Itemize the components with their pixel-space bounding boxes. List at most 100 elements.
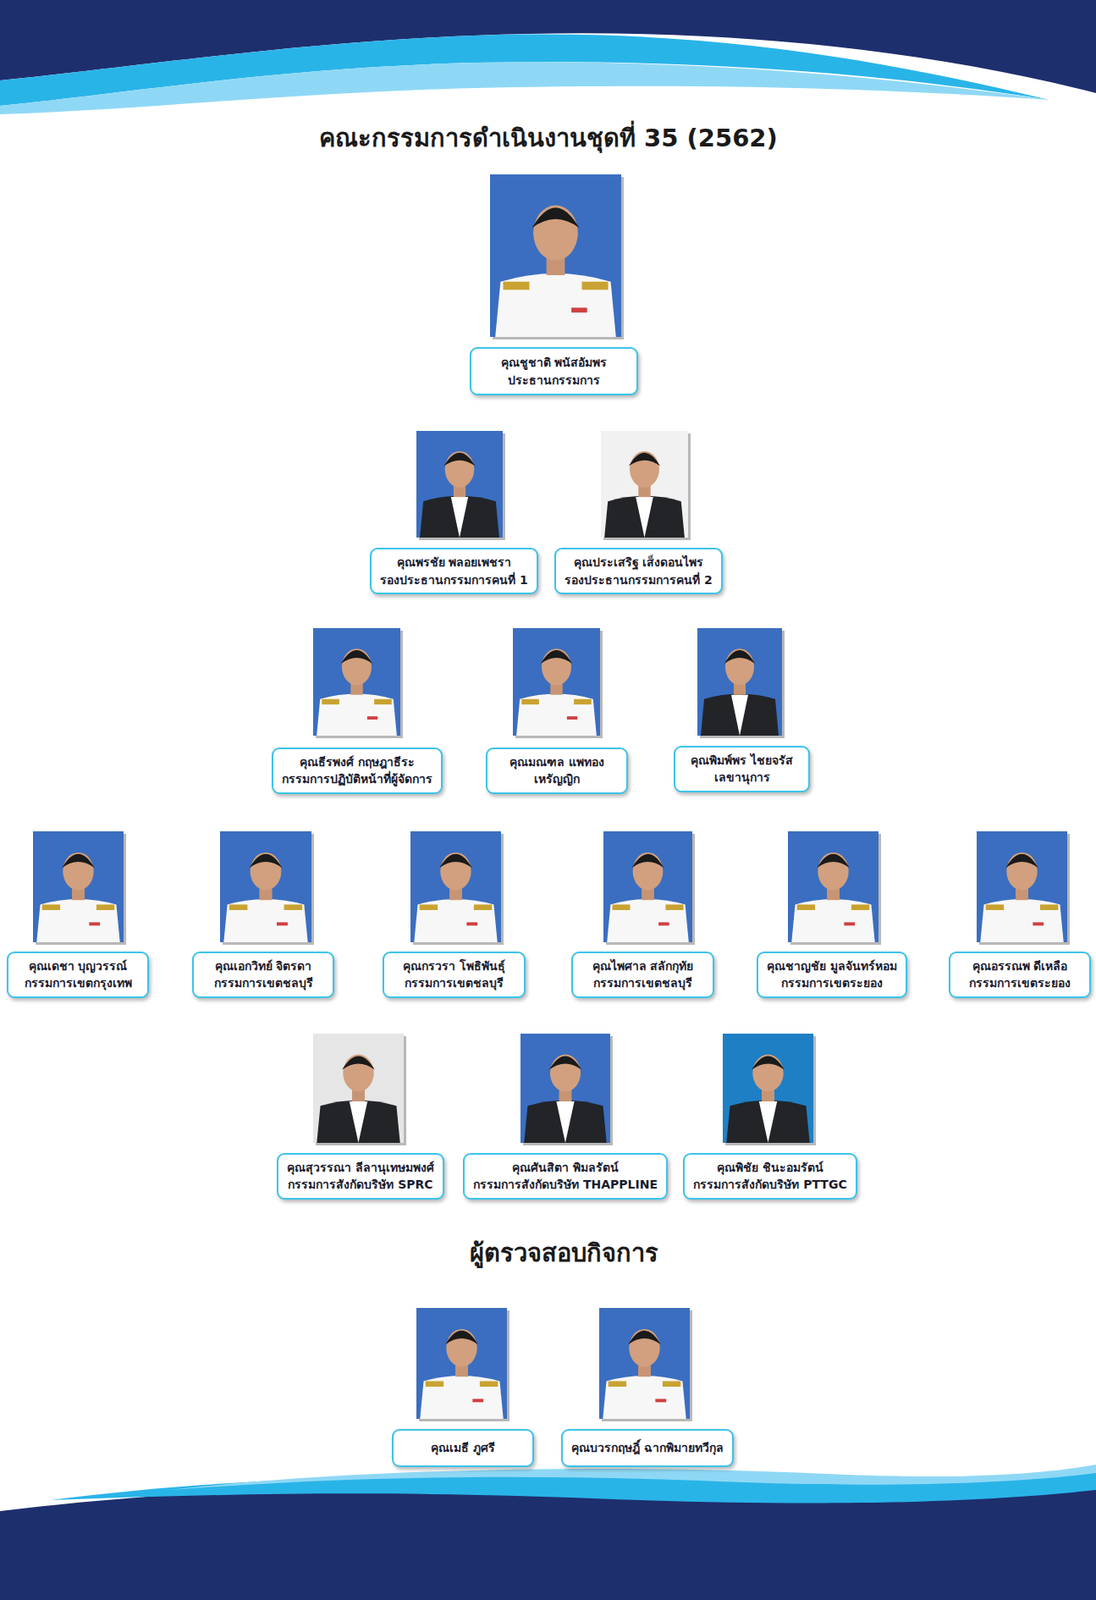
- photo-body: [602, 1375, 686, 1419]
- chart-title: คณะกรรมการดำเนินงานชุดที่ 35 (2562): [319, 118, 778, 158]
- photo-body: [413, 898, 497, 942]
- photo-ground: [490, 174, 622, 337]
- shoulder-board: [573, 699, 592, 705]
- photo-body: [791, 898, 875, 942]
- name-box: คุณธีรพงศ์ กฤษฎาธีระกรรมการปฏิบัติหน้าที…: [271, 747, 443, 794]
- role-title: กรรมการเขตชลบุรี: [214, 974, 314, 992]
- ribbon-bar: [658, 921, 670, 926]
- photo-hair: [445, 1330, 479, 1344]
- shoulder-board: [612, 903, 631, 910]
- photo-hair: [1005, 853, 1039, 868]
- shoulder-board: [96, 903, 115, 910]
- person-name: คุณมณฑล แพทอง: [509, 753, 605, 771]
- portrait-photo: [33, 831, 127, 945]
- photo-hair: [632, 853, 665, 868]
- name-box: คุณกรวรา โพธิพันธุ์กรรมการเขตชลบุรี: [382, 951, 526, 998]
- bottom-wave: [169, 1464, 1096, 1490]
- ribbon-bar: [276, 921, 288, 926]
- shoulder-board: [479, 1380, 498, 1387]
- shoulder-board: [425, 1380, 444, 1387]
- portrait-photo: [416, 430, 506, 540]
- photo-body: [726, 1100, 810, 1143]
- name-box: คุณเดชา บุญวรรณ์กรรมการเขตกรุงเทพ: [6, 951, 149, 998]
- person-name: คุณไพศาล สลักกุทัย: [592, 957, 694, 975]
- role-title: กรรมการเขตระยอง: [969, 974, 1071, 992]
- person-name: คุณธีรพงศ์ กฤษฎาธีระ: [299, 753, 415, 771]
- role-title: เลขานุการ: [714, 768, 771, 786]
- ribbon-bar: [571, 307, 588, 313]
- shoulder-board: [666, 903, 684, 910]
- portrait-photo: [410, 831, 504, 945]
- portrait-photo: [512, 627, 603, 739]
- photo-hair: [249, 853, 283, 868]
- photo-body: [419, 495, 500, 538]
- photo-ground: [512, 627, 601, 736]
- name-box: คุณเอกวิทย์ จิตรดากรรมการเขตชลบุรี: [192, 951, 335, 998]
- ribbon-bar: [466, 921, 478, 926]
- photo-body: [316, 1100, 400, 1143]
- person-name: คุณชูชาติ พนัสอัมพร: [501, 353, 608, 371]
- photo-ground: [600, 430, 689, 538]
- name-box: คุณอรรณพ ดีเหลือกรรมการเขตระยอง: [948, 951, 1091, 998]
- photo-hair: [724, 649, 755, 664]
- person-name: คุณพรชัย พลอยเพชรา: [396, 553, 513, 571]
- person-name: คุณชาญชัย มูลจันทร์หอม: [766, 957, 898, 975]
- photo-body: [316, 693, 397, 736]
- photo-ground: [603, 831, 693, 942]
- section-heading: ผู้ตรวจสอบกิจการ: [469, 1233, 659, 1273]
- name-box: คุณพิชัย ชินะอมรัตน์กรรมการสังกัดบริษัท …: [682, 1152, 858, 1200]
- photo-shirt: [556, 1101, 574, 1143]
- name-box: คุณประเสริฐ เส็งดอนไพรรองประธานกรรมการคน…: [554, 547, 723, 595]
- name-box: คุณไพศาล สลักกุทัยกรรมการเขตชลบุรี: [571, 951, 715, 998]
- role-title: กรรมการสังกัดบริษัท SPRC: [287, 1175, 433, 1193]
- photo-ground: [313, 627, 401, 736]
- person-name: คุณเอกวิทย์ จิตรดา: [214, 957, 313, 975]
- person-name: คุณอรรณพ ดีเหลือ: [972, 957, 1069, 975]
- photo-ground: [410, 831, 502, 942]
- photo-shirt: [349, 1101, 368, 1143]
- ribbon-bar: [472, 1398, 484, 1402]
- role-title: กรรมการสังกัดบริษัท THAPPLINE: [473, 1175, 658, 1193]
- photo-body: [604, 495, 685, 538]
- shoulder-board: [797, 903, 816, 910]
- photo-body: [419, 1375, 503, 1419]
- shoulder-board: [229, 903, 248, 910]
- photo-body: [223, 898, 308, 942]
- person-name: คุณศันสิตา พิมลรัตน์: [512, 1158, 619, 1176]
- photo-hair: [816, 853, 850, 868]
- portrait-photo: [599, 1307, 693, 1421]
- shoulder-board: [473, 903, 492, 910]
- person-name: คุณบวรกฤษฎิ์ ฉากพิมายทวีกุล: [571, 1438, 724, 1456]
- shoulder-board: [321, 699, 340, 705]
- portrait-photo: [787, 831, 882, 945]
- role-title: ประธานกรรมการ: [507, 371, 601, 389]
- photo-hair: [549, 1055, 582, 1069]
- role-title: รองประธานกรรมการคนที่ 2: [564, 571, 713, 589]
- person-name: คุณพิมพ์พร ไชยจรัส: [690, 751, 794, 769]
- name-box: คุณเมธี ภูศรี: [391, 1428, 535, 1467]
- photo-ground: [416, 430, 503, 538]
- photo-hair: [628, 452, 661, 467]
- photo-body: [516, 693, 597, 736]
- shoulder-board: [521, 699, 540, 705]
- photo-hair: [751, 1055, 785, 1069]
- name-box: คุณสุวรรณา ลีลานุเทษมพงศ์กรรมการสังกัดบร…: [276, 1152, 445, 1200]
- role-title: เหรัญญิก: [534, 770, 580, 788]
- portrait-photo: [490, 174, 624, 340]
- person-name: คุณพิชัย ชินะอมรัตน์: [716, 1158, 824, 1176]
- shoulder-board: [1040, 903, 1058, 910]
- portrait-photo: [697, 627, 785, 739]
- role-title: รองประธานกรรมการคนที่ 1: [380, 571, 529, 589]
- photo-hair: [532, 207, 580, 228]
- photo-hair: [341, 649, 373, 664]
- photo-face: [725, 648, 755, 685]
- photo-shirt: [731, 694, 749, 736]
- person-name: คุณเมธี ภูศรี: [430, 1438, 496, 1456]
- photo-ground: [520, 1033, 611, 1143]
- name-box: คุณชาญชัย มูลจันทร์หอมกรรมการเขตระยอง: [756, 951, 908, 998]
- photo-shirt: [759, 1101, 777, 1143]
- photo-hair: [341, 1055, 375, 1069]
- photo-ground: [697, 627, 783, 736]
- name-box: คุณพรชัย พลอยเพชรารองประธานกรรมการคนที่ …: [369, 547, 539, 595]
